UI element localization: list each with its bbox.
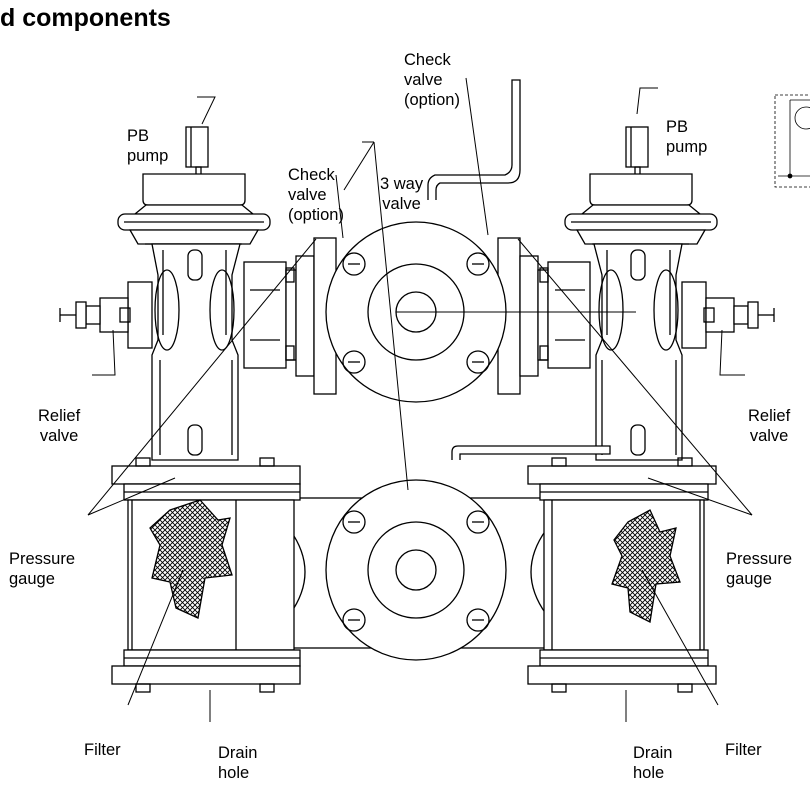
filter-housing-left <box>111 457 301 693</box>
schematic-inset <box>774 94 810 188</box>
three-way-valve <box>325 79 636 403</box>
pump-assembly-drawing <box>59 77 810 722</box>
lower-flange <box>325 479 507 661</box>
check-valve-left <box>243 237 337 395</box>
page-title: d components <box>0 4 171 32</box>
relief-valve-left <box>59 281 153 349</box>
check-valve-right <box>497 237 591 395</box>
right-pump-body <box>593 243 683 461</box>
pb-pump-right <box>564 126 718 245</box>
filter-housing-right <box>527 457 717 693</box>
relief-valve-right <box>681 281 775 349</box>
label-filter-left: Filter <box>84 741 121 759</box>
leader-lines <box>87 77 753 722</box>
left-pump-body <box>151 243 241 461</box>
label-filter-right: Filter <box>725 741 762 759</box>
